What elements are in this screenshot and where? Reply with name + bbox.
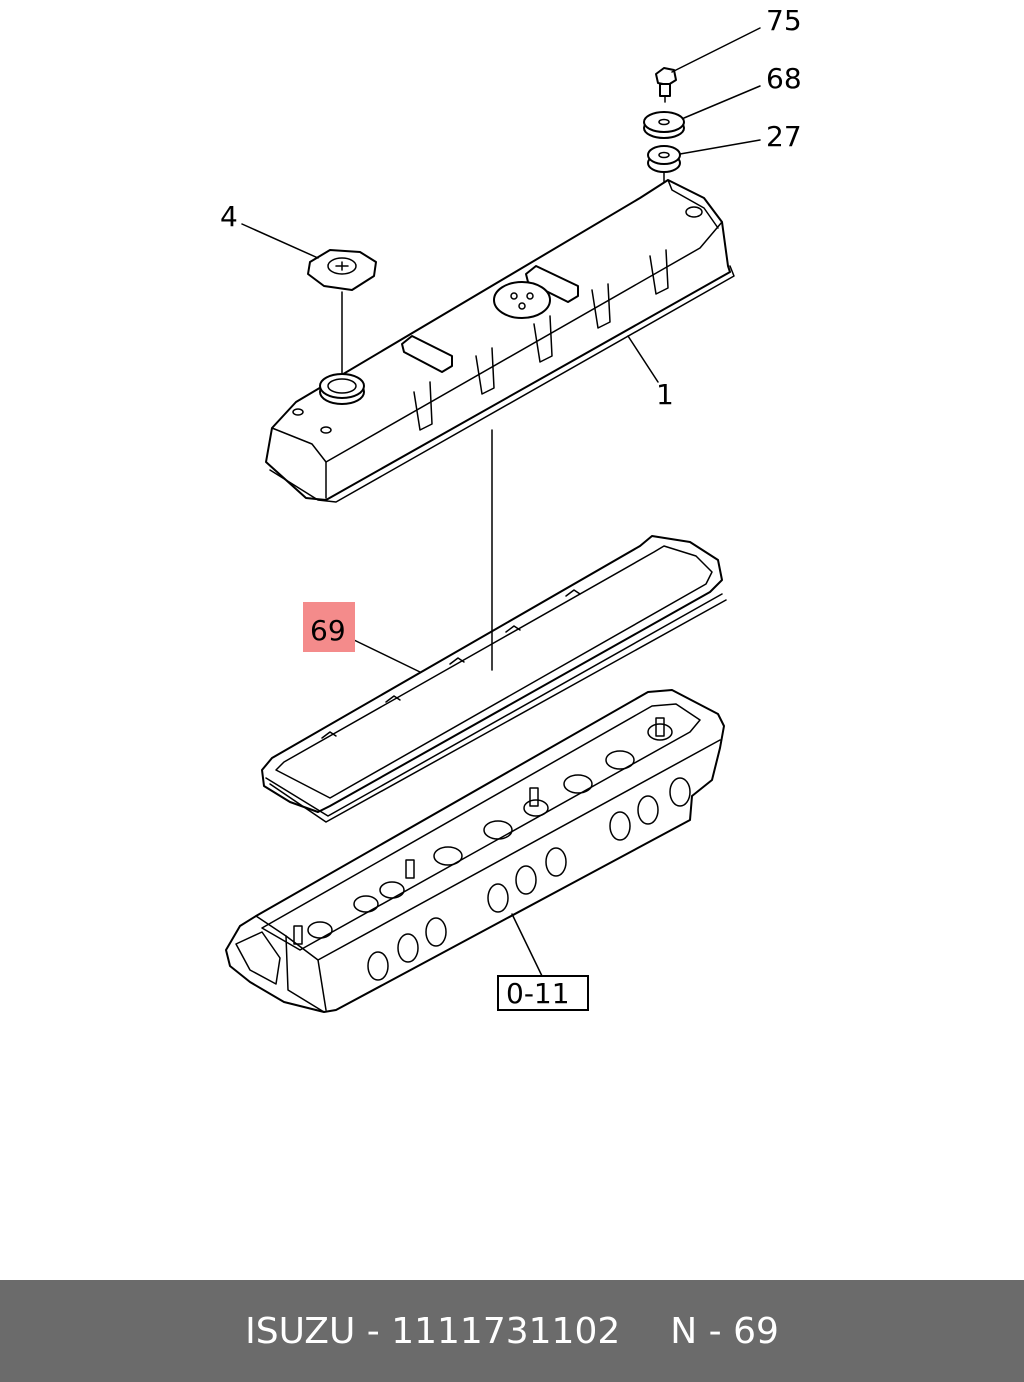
callout-75: 75 (766, 4, 802, 37)
footer-part-number: 1111731102 (391, 1310, 621, 1352)
bolt-part[interactable] (655, 67, 677, 103)
footer-brand: ISUZU (245, 1310, 356, 1352)
footer-ref-number: 69 (733, 1310, 779, 1352)
parts-diagram: 75 68 27 4 1 69 0-11 (220, 4, 802, 1013)
cover-gasket-part[interactable] (261, 535, 727, 823)
reference-label: 0-11 (506, 977, 570, 1010)
exploded-view-drawing: 75 68 27 4 1 69 0-11 (220, 4, 802, 1013)
reference-box (497, 975, 589, 1011)
cylinder-head-part[interactable] (225, 689, 725, 1013)
footer-dash: - (366, 1310, 380, 1352)
callout-1: 1 (656, 378, 674, 411)
washer-part[interactable] (643, 111, 685, 139)
callout-69: 69 (310, 614, 346, 647)
callout-4: 4 (220, 200, 238, 233)
grommet-part[interactable] (647, 145, 681, 173)
footer-bar: ISUZU - 1111731102 N - 69 (0, 1280, 1024, 1382)
cylinder-head-cover-part[interactable] (265, 179, 735, 503)
callout-27: 27 (766, 120, 802, 153)
callout-68: 68 (766, 62, 802, 95)
callout-69-highlight (303, 602, 355, 652)
oil-filler-cap-part[interactable] (307, 249, 377, 291)
footer-ref-dash: - (708, 1310, 722, 1352)
leader-lines (241, 27, 761, 977)
footer-ref-letter: N (670, 1310, 698, 1352)
